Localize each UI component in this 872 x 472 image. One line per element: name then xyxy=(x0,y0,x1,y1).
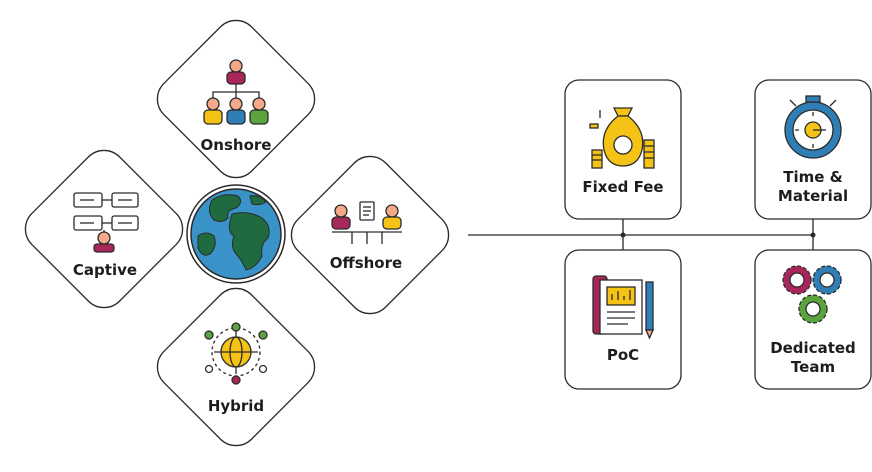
offshore-card[interactable] xyxy=(282,147,457,322)
globe-network-icon xyxy=(204,322,268,385)
stopwatch-icon xyxy=(784,95,842,159)
poc-label: PoC xyxy=(606,346,640,364)
connector-lines xyxy=(468,219,814,250)
gears-team-icon xyxy=(782,265,842,324)
meeting-people-icon xyxy=(331,201,402,244)
globe-icon xyxy=(186,184,286,284)
offshore-label: Offshore xyxy=(329,254,403,272)
captive-card[interactable] xyxy=(16,141,191,316)
hybrid-label: Hybrid xyxy=(207,397,265,415)
team-network-icon xyxy=(73,192,139,253)
dedicated-team-label-line1: Dedicated xyxy=(770,339,856,357)
dedicated-team-label-line2: Team xyxy=(790,358,836,376)
money-bag-icon xyxy=(589,107,655,169)
fixed-fee-label: Fixed Fee xyxy=(582,178,664,196)
org-hierarchy-icon xyxy=(203,59,269,125)
onshore-label: Onshore xyxy=(200,136,272,154)
report-document-icon xyxy=(592,275,654,340)
time-material-label-line2: Material xyxy=(777,187,849,205)
captive-label: Captive xyxy=(72,261,138,279)
time-material-label-line1: Time & xyxy=(783,168,843,186)
